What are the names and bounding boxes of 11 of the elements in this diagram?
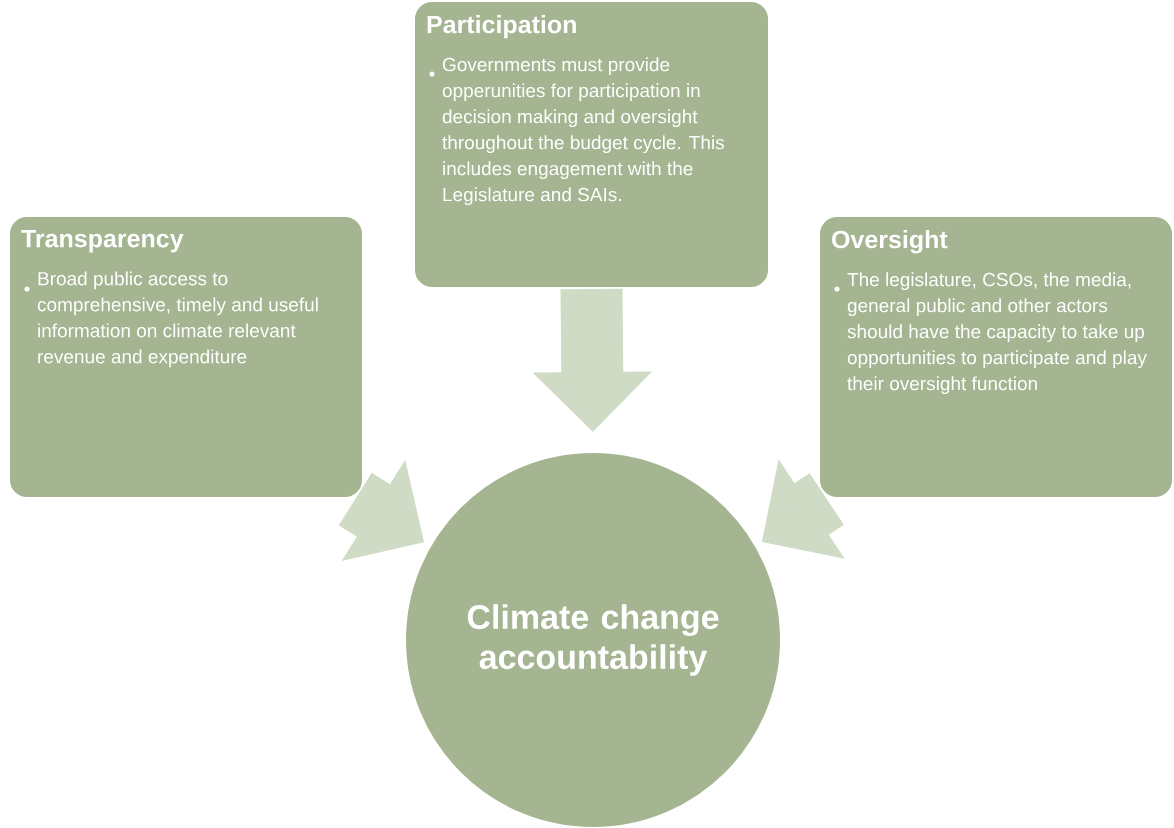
bullet-text: The legislature, CSOs, the media, general public and other actors should have the capacity to take up opportunities to participate and play their oversight function: [847, 272, 1147, 395]
process-box: [8, 215, 364, 499]
heading-text: Oversight: [832, 230, 948, 254]
bullet-text: Governments must provide opperunities for participation in decision making and oversight throughout the budget cycle. This includes engagement with the Legislature and SAIs.: [442, 57, 724, 206]
goal-circle: [404, 451, 782, 828]
heading-text: Transparency: [21, 230, 184, 253]
process-box: [818, 215, 1174, 499]
circle-text: Climate change accountability: [467, 604, 719, 676]
heading-text: Participation: [427, 15, 576, 39]
process-box: [413, 0, 770, 289]
bullet-text: Broad public access to comprehensive, timely and useful information on climate relevant revenue and expenditure: [37, 271, 318, 368]
